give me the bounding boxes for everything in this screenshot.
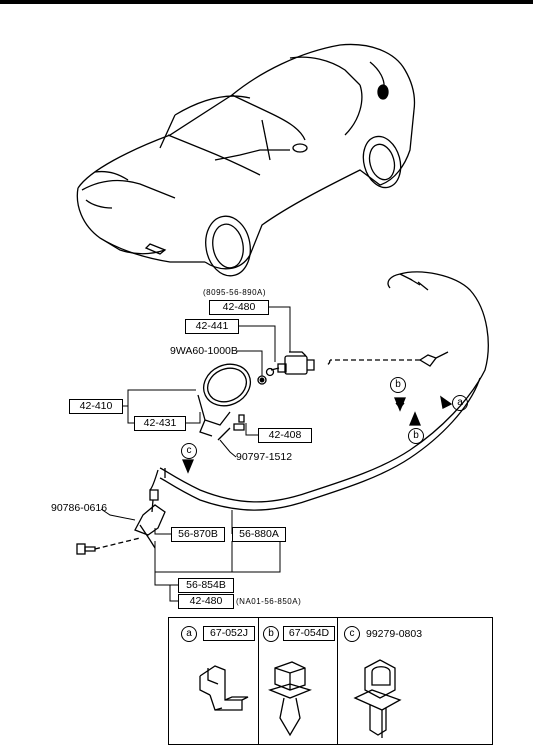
opener-lock-note: (8095-56-890A) <box>203 288 267 297</box>
legend-part-b: 67-054D <box>283 626 335 641</box>
car-illustration <box>76 43 416 277</box>
legend-part-a: 67-052J <box>203 626 255 641</box>
lever-assy-note: (NA01-56-850A) <box>236 597 302 606</box>
legend-cell-b: b 67-054D <box>259 618 338 744</box>
fuel-lid <box>197 363 267 437</box>
callout-bolt-lower: 90786-0616 <box>51 502 108 514</box>
legend-marker-b: b <box>263 626 279 642</box>
clip-c-drawing <box>353 659 402 738</box>
callout-cable: 56-880A <box>232 527 286 542</box>
marker-b-lower: b <box>408 428 424 444</box>
callout-lever: 56-870B <box>171 527 225 542</box>
clip-legend: a 67-052J b 67-054D c 99279-0803 <box>168 617 493 745</box>
legend-cell-c: c 99279-0803 <box>338 618 492 744</box>
release-cable <box>159 271 489 511</box>
legend-marker-a: a <box>181 626 197 642</box>
marker-b-upper: b <box>390 377 406 393</box>
top-rule <box>0 0 533 4</box>
lever-assembly <box>76 468 166 555</box>
spring-part <box>217 414 245 441</box>
callout-lever-assy-part: 42-480 <box>178 594 234 609</box>
opener-lock <box>265 351 315 377</box>
callout-cap-assembly: 42-410 <box>69 399 123 414</box>
callout-screw: 90797-1512 <box>236 451 293 463</box>
legend-part-c: 99279-0803 <box>366 628 423 640</box>
legend-marker-c: c <box>344 626 360 642</box>
callout-cap: 42-431 <box>134 416 186 431</box>
callout-bolt: 9WA60-1000B <box>170 345 238 357</box>
clip-markers <box>182 395 453 474</box>
callout-spring: 42-408 <box>258 428 312 443</box>
clip-a-drawing <box>199 665 249 711</box>
legend-cell-a: a 67-052J <box>169 618 259 744</box>
callout-opener-lock-part: 42-480 <box>209 300 269 315</box>
marker-c: c <box>181 443 197 459</box>
clip-b-drawing <box>268 661 312 737</box>
marker-a: a <box>452 395 468 411</box>
callout-lever-assy: 56-854B <box>178 578 234 593</box>
callout-opener-lock: 42-441 <box>185 319 239 334</box>
